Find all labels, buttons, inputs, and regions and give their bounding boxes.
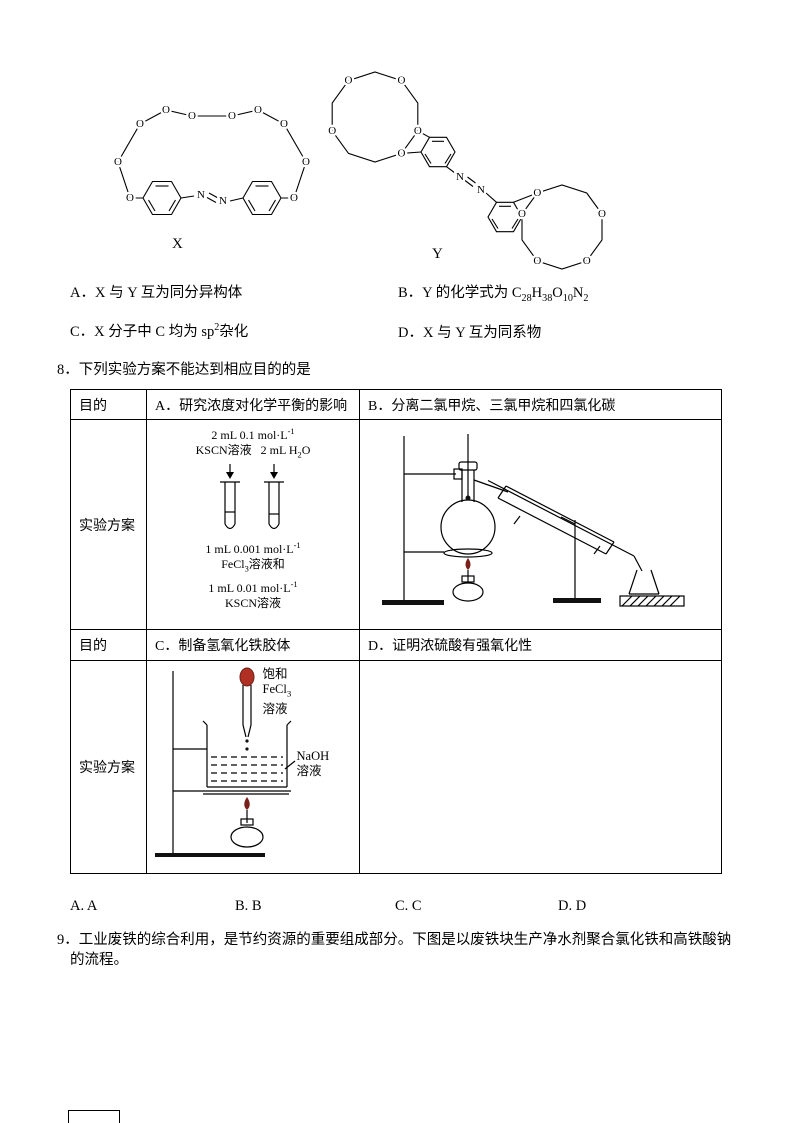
azo-bond: N N [446,166,497,203]
beaker [202,720,291,788]
down-arrow-icon [270,472,278,480]
option-b: B．Y 的化学式为 C28H38O10N2 [398,285,589,304]
reagent-label: FeCl3溶液和 [221,557,285,574]
molecule-x-drawing: O O O O O O O O O O [112,102,313,216]
cell-a-purpose: A．研究浓度对化学平衡的影响 [146,389,360,420]
answer-d: D. D [558,898,587,914]
ring-stand [154,671,291,857]
reagent-label: KSCN溶液 [224,595,281,610]
oxygen-atom-label: O [398,75,406,87]
experiment-c-diagram: 饱和 FeCl3 溶液 NaOH 溶液 [151,665,356,869]
oxygen-atom-label: O [533,255,541,267]
nitrogen-atom-label: N [197,189,205,201]
reagent-label: 2 mL H2O [260,443,311,460]
reagent-label: 1 mL 0.001 mol·L-1 [205,541,301,557]
nitrogen-atom-label: N [219,195,227,207]
crown-ether-ring: O O O O O [326,71,430,163]
option-d: D．X 与 Y 互为同系物 [398,325,542,341]
oxygen-atom-label: O [254,104,262,116]
question-8-stem: 8．下列实验方案不能达到相应目的的是 [57,362,311,378]
scheme-header: 实验方案 [70,660,147,874]
oxygen-atom-label: O [290,192,298,204]
question-9-stem: 9．工业废铁的综合利用，是节约资源的重要组成部分。下图是以废铁块生产净水剂聚合氯… [57,932,732,969]
nitrogen-atom-label: N [477,184,485,196]
answer-a: A. A [70,898,98,914]
alcohol-lamp [452,558,484,602]
cell-c-scheme: 饱和 FeCl3 溶液 NaOH 溶液 [146,660,360,874]
option-a: A．X 与 Y 互为同分异构体 [70,285,243,301]
condenser-stand [553,516,601,603]
colloid-apparatus-drawing [154,667,295,857]
oxygen-atom-label: O [280,118,288,130]
reagent-label: 1 mL 0.01 mol·L-1 [208,579,298,595]
oxygen-atom-label: O [583,255,591,267]
answer-c: C. C [395,898,422,914]
option-c: C．X 分子中 C 均为 sp2杂化 [70,322,249,340]
molecule-x-structure: O O O O O O O O O O [62,50,322,235]
oxygen-atom-label: O [228,110,236,122]
cell-c-purpose: C．制备氢氧化铁胶体 [146,629,360,661]
distillation-flask [440,434,509,555]
flame-icon [243,797,250,810]
oxygen-atom-label: O [328,125,336,137]
oxygen-atom-label: O [414,125,422,137]
dropper-bulb [239,667,254,687]
molecule-y-label: Y [432,246,443,262]
cell-a-scheme: 2 mL 0.1 mol·L-1 KSCN溶液 2 mL H2O [146,419,360,630]
down-arrow-icon [226,472,234,480]
flame-icon [465,558,471,570]
oxygen-atom-label: O [345,75,353,87]
alcohol-lamp [229,797,264,848]
cell-b-scheme [359,419,722,630]
distillation-apparatus-drawing [382,434,685,607]
support-block [619,595,685,607]
nitrogen-atom-label: N [456,171,464,183]
cell-b-purpose: B．分离二氯甲烷、三氯甲烷和四氯化碳 [359,389,722,420]
ring-stand [382,436,493,605]
oxygen-atom-label: O [302,156,310,168]
oxygen-atom-label: O [188,110,196,122]
reagent-label: 2 mL 0.1 mol·L-1 [211,427,295,442]
purpose-header: 目的 [70,389,147,420]
receiving-flask [628,569,660,595]
molecule-y-structure: O O O O O N N [300,42,615,282]
oxygen-atom-label: O [598,208,606,220]
oxygen-atom-label: O [126,192,134,204]
molecule-x-label: X [172,236,183,252]
cell-d-scheme-empty [359,660,722,874]
crown-ether-ring: O O O O O [513,184,608,270]
azo-bond: N N [180,187,244,209]
experiment-a-diagram: 2 mL 0.1 mol·L-1 KSCN溶液 2 mL H2O [153,424,353,611]
oxygen-atom-label: O [398,147,406,159]
reagent-label: KSCN溶液 [195,443,252,457]
q8-experiment-table: 目的 A．研究浓度对化学平衡的影响 B．分离二氯甲烷、三氯甲烷和四氯化碳 实验方… [70,389,722,874]
test-tubes-drawing [220,464,284,530]
benzene-ring [142,180,182,216]
test-tube [220,481,240,530]
cell-d-purpose: D．证明浓硫酸有强氧化性 [359,629,722,661]
dropper [239,667,254,738]
naoh-solution-label: NaOH 溶液 [296,749,330,778]
oxygen-atom-label: O [162,104,170,116]
benzene-ring [487,201,523,233]
answer-b: B. B [235,898,262,914]
label-leader-line [284,760,295,770]
condenser [487,479,643,572]
molecule-y-drawing: O O O O O N N [326,71,608,270]
test-tube [264,481,284,530]
oxygen-atom-label: O [518,208,526,220]
purpose-header: 目的 [70,629,147,661]
oxygen-atom-label: O [533,187,541,199]
next-figure-fragment [68,1110,120,1123]
crown-ether-chain: O O O O O O O O O O [112,102,313,207]
scheme-header: 实验方案 [70,419,147,630]
benzene-ring [242,180,282,216]
reagent-label-row: KSCN溶液 2 mL H2O [153,443,353,462]
saturated-fecl3-label: 饱和 FeCl3 溶液 [262,667,292,716]
oxygen-atom-label: O [114,156,122,168]
oxygen-atom-label: O [136,118,144,130]
benzene-ring [420,136,456,168]
